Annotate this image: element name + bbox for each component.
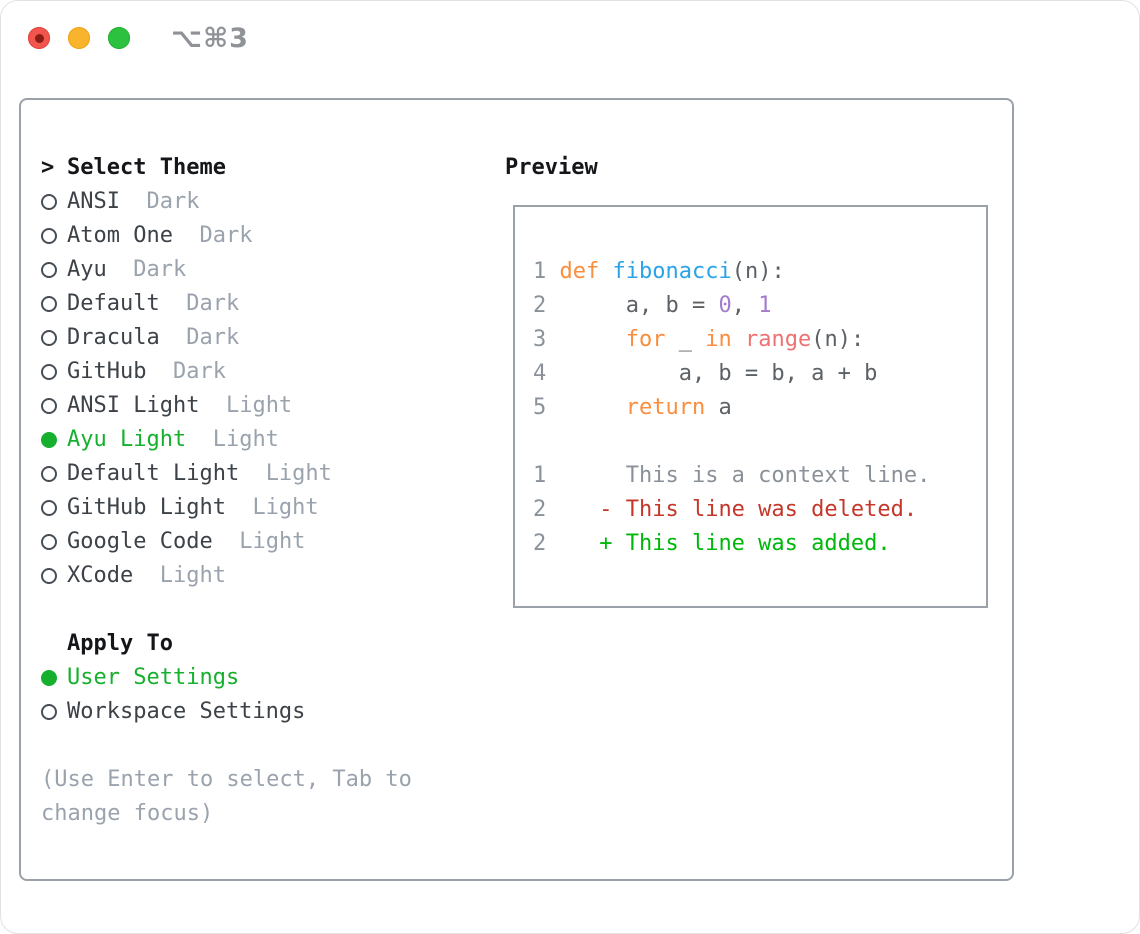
radio-icon [41,398,57,414]
theme-name: Ayu [67,257,120,282]
radio-marker [41,398,67,414]
radio-marker [41,432,67,448]
radio-marker [41,228,67,244]
radio-icon [41,534,57,550]
window-titlebar: ⌥⌘3 [1,1,1139,75]
theme-variant: Dark [199,223,253,248]
theme-name: Atom One [67,223,187,248]
radio-marker [41,568,67,584]
radio-icon [41,194,57,210]
radio-marker [41,330,67,346]
radio-icon [41,330,57,346]
radio-marker [41,534,67,550]
radio-icon [41,704,57,720]
theme-option[interactable]: GitHub Dark [41,355,332,389]
prompt-icon: > [41,155,55,180]
code-line: 2 + This line was added. [533,531,891,556]
apply-to-section: Apply To User Settings Workspace Setting… [41,627,305,729]
radio-marker [41,466,67,482]
radio-marker [41,364,67,380]
theme-name: Ayu Light [67,427,200,452]
theme-option[interactable]: Dracula Dark [41,321,332,355]
theme-option[interactable]: Atom One Dark [41,219,332,253]
minimize-button[interactable] [68,27,90,49]
theme-option[interactable]: Ayu Dark [41,253,332,287]
theme-variant: Light [239,529,306,554]
select-theme-title: Select Theme [67,155,226,180]
theme-options: ANSI Dark Atom One Dark Ayu Dark Default… [41,185,332,593]
code-line: 2 a, b = 0, 1 [533,293,772,318]
radio-icon [41,262,57,278]
theme-name: Dracula [67,325,173,350]
code-line: 1 This is a context line. [533,463,931,488]
theme-name: Default [67,291,173,316]
radio-marker [41,670,67,686]
code-line: 3 for _ in range(n): [533,327,865,352]
radio-marker [41,296,67,312]
theme-variant: Light [265,461,332,486]
apply-to-header: Apply To [41,627,305,661]
window-shortcut-label: ⌥⌘3 [171,22,249,54]
radio-marker [41,194,67,210]
theme-option[interactable]: Default Dark [41,287,332,321]
preview-pane: 1 def fibonacci(n): 2 a, b = 0, 1 3 for _ … [513,205,988,608]
radio-marker [41,704,67,720]
radio-marker [41,262,67,278]
theme-list: > Select Theme ANSI Dark Atom One Dark A… [41,151,332,593]
theme-variant: Light [225,393,293,418]
radio-icon [41,364,57,380]
theme-option[interactable]: Default Light Light [41,457,332,491]
theme-picker-panel: > Select Theme ANSI Dark Atom One Dark A… [19,98,1014,881]
traffic-lights [28,27,130,49]
code-line [533,425,930,459]
code-line: 5 return a [533,395,732,420]
radio-icon [41,432,57,448]
radio-icon [41,466,57,482]
theme-name: GitHub [67,359,160,384]
apply-option[interactable]: Workspace Settings [41,695,305,729]
apply-option[interactable]: User Settings [41,661,305,695]
keyboard-hint: (Use Enter to select, Tab to change focu… [41,767,412,826]
theme-variant: Dark [186,291,240,316]
theme-option[interactable]: XCode Light [41,559,332,593]
radio-icon [41,296,57,312]
apply-option-label: Workspace Settings [67,699,306,724]
theme-name: GitHub Light [67,495,240,520]
theme-variant: Light [159,563,226,588]
theme-option[interactable]: GitHub Light Light [41,491,332,525]
theme-name: ANSI Light [67,393,213,418]
code-line: 2 - This line was deleted. [533,497,918,522]
select-theme-header: > Select Theme [41,151,332,185]
theme-variant: Light [212,427,279,452]
theme-variant: Light [252,495,319,520]
theme-name: Default Light [67,461,253,486]
apply-to-options: User Settings Workspace Settings [41,661,305,729]
theme-option[interactable]: Ayu Light Light [41,423,332,457]
theme-variant: Dark [172,359,226,384]
radio-marker [41,500,67,516]
code-line: 1 def fibonacci(n): [533,259,785,284]
zoom-button[interactable] [108,27,130,49]
theme-variant: Dark [146,189,200,214]
theme-option[interactable]: ANSI Light Light [41,389,332,423]
theme-variant: Dark [186,325,240,350]
radio-icon [41,670,57,686]
theme-name: ANSI [67,189,134,214]
radio-icon [41,228,57,244]
theme-option[interactable]: Google Code Light [41,525,332,559]
apply-option-label: User Settings [67,665,240,690]
close-button[interactable] [28,27,50,49]
theme-name: XCode [67,563,147,588]
theme-name: Google Code [67,529,226,554]
theme-option[interactable]: ANSI Dark [41,185,332,219]
apply-to-title: Apply To [67,631,173,656]
theme-variant: Dark [133,257,187,282]
radio-icon [41,500,57,516]
radio-icon [41,568,57,584]
code-preview: 1 def fibonacci(n): 2 a, b = 0, 1 3 for _ … [533,255,930,561]
preview-title: Preview [505,155,598,180]
code-line: 4 a, b = b, a + b [533,361,878,386]
